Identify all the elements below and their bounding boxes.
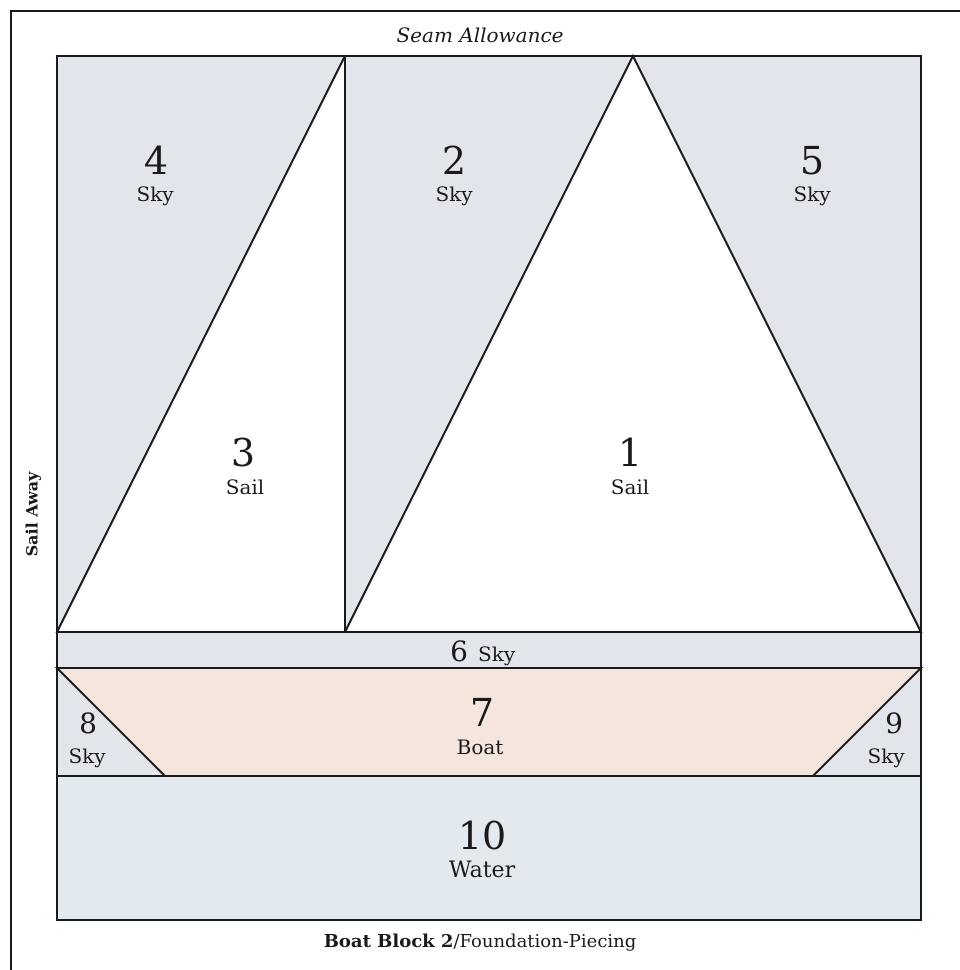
piece-4-label: Sky [136, 182, 174, 206]
diagram-caption: Boat Block 2/Foundation-Piecing [0, 931, 960, 952]
piece-5-number: 5 [800, 139, 824, 183]
piece-6-label: Sky [478, 642, 516, 666]
piece-9-number: 9 [885, 707, 903, 740]
piece-9-label: Sky [867, 744, 905, 768]
piece-5-label: Sky [793, 182, 831, 206]
piece-6-number: 6 [450, 635, 468, 668]
piece-3-number: 3 [231, 431, 255, 475]
piece-1-label: Sail [611, 475, 649, 499]
piece-2-number: 2 [442, 139, 466, 183]
piece-10-label: Water [449, 858, 516, 883]
piece-8-label: Sky [68, 744, 106, 768]
piece-4-number: 4 [144, 139, 168, 183]
piece-7-number: 7 [470, 691, 494, 735]
piece-8-number: 8 [79, 707, 97, 740]
piece-1-number: 1 [618, 431, 642, 475]
piece-10-number: 10 [458, 814, 506, 858]
caption-block-name: Boat Block 2 [324, 931, 454, 952]
caption-technique: /Foundation-Piecing [453, 931, 636, 952]
piece-7-label: Boat [457, 735, 504, 759]
piece-3-label: Sail [226, 475, 264, 499]
piece-2-label: Sky [435, 182, 473, 206]
